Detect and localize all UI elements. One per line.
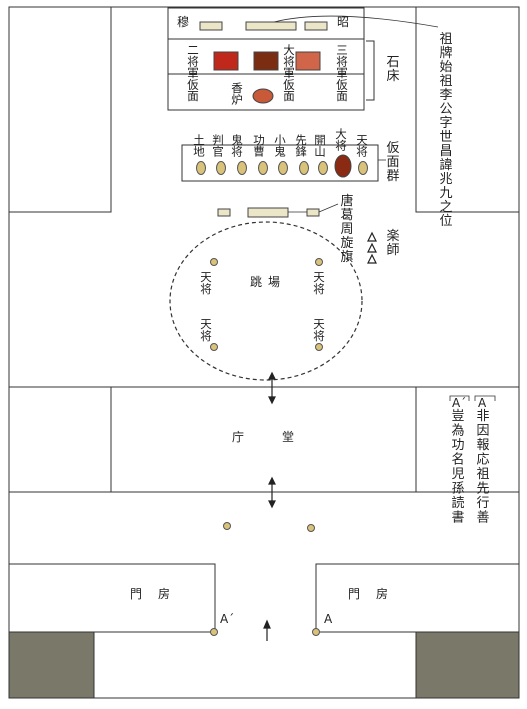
altar-tablet-center	[245, 21, 297, 31]
tablet-leader-line	[273, 15, 439, 28]
arena-post-top-right	[315, 258, 323, 266]
mask-label-great-general: 大将	[335, 127, 347, 153]
arena-corner-label-bottom-right: 天将	[313, 317, 325, 343]
outer-boundary	[8, 6, 520, 699]
mask-label-little-ghost: 小鬼	[274, 133, 286, 159]
arena-label: 跳場	[250, 275, 286, 289]
mask-vanguard	[299, 161, 309, 175]
arena-corner-label-top-left: 天将	[200, 270, 212, 296]
left-back-wing	[8, 6, 112, 213]
courtyard-post-left	[223, 522, 231, 530]
mask-heavenly-general	[358, 161, 368, 175]
mask-little-ghost	[278, 161, 288, 175]
flag-label-connector	[318, 203, 339, 213]
third-general-mask-label: 三将軍仮面	[336, 43, 348, 103]
gate-right-marker: A	[324, 612, 333, 626]
right-gate-house	[315, 563, 519, 633]
flag-left-stand	[217, 208, 231, 217]
right-dark-block	[415, 631, 520, 699]
couplet-right-marker: A	[478, 396, 487, 410]
arena-post-top-left	[210, 258, 218, 266]
censer-icon	[252, 88, 274, 104]
arrow-gate-to-hall	[268, 476, 276, 509]
left-gate-house	[9, 563, 216, 633]
couplet-left-bracket	[449, 395, 470, 401]
arena-post-bottom-left	[210, 343, 218, 351]
third-general-mask	[295, 51, 321, 71]
arrow-entrance	[263, 619, 271, 641]
mask-kaishan	[318, 161, 328, 175]
couplet-left-marker: A´	[452, 396, 466, 410]
arena-corner-label-bottom-left: 天将	[200, 317, 212, 343]
couplet-left-text: 豈為功名児孫読書	[451, 409, 464, 526]
mask-ghost-general	[237, 161, 247, 175]
musicians-label: 楽師	[386, 228, 399, 258]
arena-post-bottom-right	[315, 343, 323, 351]
mask-group-label: 仮面群	[386, 141, 399, 184]
hall-left-room	[8, 386, 112, 493]
mask-great-general	[334, 154, 352, 178]
stone-bed-bracket	[366, 40, 375, 101]
stone-bed-label: 石床	[386, 55, 399, 84]
altar-tablet-left	[199, 21, 223, 31]
couplet-right-text: 非因報応祖先行善	[476, 409, 489, 526]
mask-label-ghost-general: 鬼将	[231, 133, 243, 159]
musician-triangle-2	[367, 242, 377, 253]
couplet-right-bracket	[474, 395, 496, 401]
gate-post-right	[312, 628, 320, 636]
censer-label: 香炉	[231, 81, 243, 107]
great-general-mask-label: 大将軍仮面	[283, 43, 295, 103]
arena-corner-label-top-right: 天将	[313, 270, 325, 296]
right-back-wing	[415, 6, 520, 213]
musician-triangle-1	[367, 231, 377, 242]
courtyard-post-right	[307, 524, 315, 532]
altar-left-label: 穆	[177, 14, 189, 29]
altar-right-label: 昭	[337, 15, 349, 29]
flag-right-stand	[306, 208, 320, 217]
flag-label: 唐葛周旋旗	[340, 193, 353, 265]
mask-label-gongcao: 功曹	[253, 133, 265, 159]
great-general-mask	[253, 51, 279, 71]
mask-label-heavenly-general: 天将	[356, 133, 368, 159]
hall-right-room	[415, 386, 520, 493]
mask-label-earth-god: 土地	[193, 133, 205, 159]
mask-earth-god	[196, 161, 206, 175]
hall-label: 庁堂	[232, 430, 332, 444]
altar-tablet-right	[304, 21, 328, 31]
mask-label-kaishan: 開山	[314, 133, 326, 159]
gate-post-left	[210, 628, 218, 636]
arrow-hall-to-arena	[268, 371, 276, 405]
mask-gongcao	[258, 161, 268, 175]
mask-judge	[216, 161, 226, 175]
ancestor-tablet-label: 祖牌始祖李公字世昌諱兆九之位	[439, 32, 452, 229]
left-gate-house-label: 門房	[130, 586, 186, 601]
flag-bar	[247, 207, 289, 218]
second-general-mask-label: 二将軍仮面	[187, 43, 199, 103]
altar-table	[167, 7, 365, 111]
left-dark-block	[8, 631, 95, 699]
second-general-mask	[213, 51, 239, 71]
right-gate-house-label: 門房	[348, 586, 404, 601]
gate-left-marker: A´	[220, 612, 234, 626]
mask-label-judge: 判官	[212, 133, 224, 159]
musician-triangle-3	[367, 253, 377, 264]
arena-circle	[169, 221, 363, 381]
mask-table	[181, 144, 379, 182]
mask-label-vanguard: 先鋒	[295, 133, 307, 159]
